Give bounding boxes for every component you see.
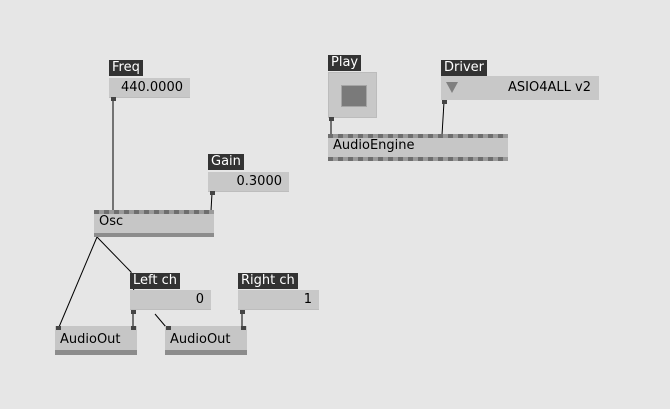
audio-out-1-name: AudioOut — [60, 332, 121, 347]
freq-output-pin[interactable] — [111, 97, 116, 101]
freq-value-box[interactable]: 440.0000 — [109, 78, 190, 98]
osc-input-strip — [94, 210, 214, 214]
audio-out-1-input-pin-b[interactable] — [131, 326, 136, 330]
driver-output-pin[interactable] — [442, 100, 447, 104]
audio-out-2-name: AudioOut — [170, 332, 231, 347]
freq-label: Freq — [109, 60, 143, 76]
gain-value-box[interactable]: 0.3000 — [208, 172, 289, 192]
play-toggle-button[interactable] — [328, 72, 377, 118]
driver-label: Driver — [441, 60, 488, 76]
left-ch-value-box[interactable]: 0 — [130, 290, 211, 310]
wire-driver-engine[interactable] — [441, 101, 445, 136]
wire-gain-osc[interactable] — [210, 192, 213, 212]
audio-out-node-2[interactable]: AudioOut — [165, 326, 247, 355]
wire-osc-out1[interactable] — [58, 236, 98, 328]
audio-out-node-1[interactable]: AudioOut — [55, 326, 137, 355]
osc-node[interactable]: Osc — [94, 210, 214, 237]
audio-engine-node[interactable]: AudioEngine — [328, 134, 508, 161]
audio-engine-output-strip — [328, 157, 508, 161]
gain-label: Gain — [208, 154, 244, 170]
dropdown-arrow-icon[interactable] — [446, 82, 458, 93]
gain-output-pin[interactable] — [210, 191, 215, 195]
play-output-pin[interactable] — [329, 117, 334, 121]
audio-out-2-bottom-strip — [165, 350, 247, 355]
left-ch-label: Left ch — [130, 273, 180, 289]
driver-dropdown-value: ASIO4ALL v2 — [508, 80, 591, 95]
audio-out-2-input-pin-b[interactable] — [241, 326, 246, 330]
osc-node-name: Osc — [99, 214, 124, 229]
play-toggle-square-icon — [341, 85, 367, 107]
audio-out-2-input-pin-a[interactable] — [166, 326, 171, 330]
wire-left-out2[interactable] — [154, 313, 167, 328]
audio-engine-node-name: AudioEngine — [333, 138, 415, 153]
right-ch-label: Right ch — [238, 273, 298, 289]
audio-out-1-input-pin-a[interactable] — [56, 326, 61, 330]
audio-out-1-bottom-strip — [55, 350, 137, 355]
left-ch-output-pin[interactable] — [131, 310, 136, 314]
play-label: Play — [328, 55, 362, 71]
osc-output-strip — [94, 233, 214, 237]
audio-engine-input-strip — [328, 134, 508, 138]
driver-dropdown[interactable]: ASIO4ALL v2 — [441, 76, 599, 100]
right-ch-output-pin[interactable] — [240, 310, 245, 314]
right-ch-value-box[interactable]: 1 — [238, 290, 319, 310]
wire-osc-out2[interactable] — [96, 236, 135, 293]
